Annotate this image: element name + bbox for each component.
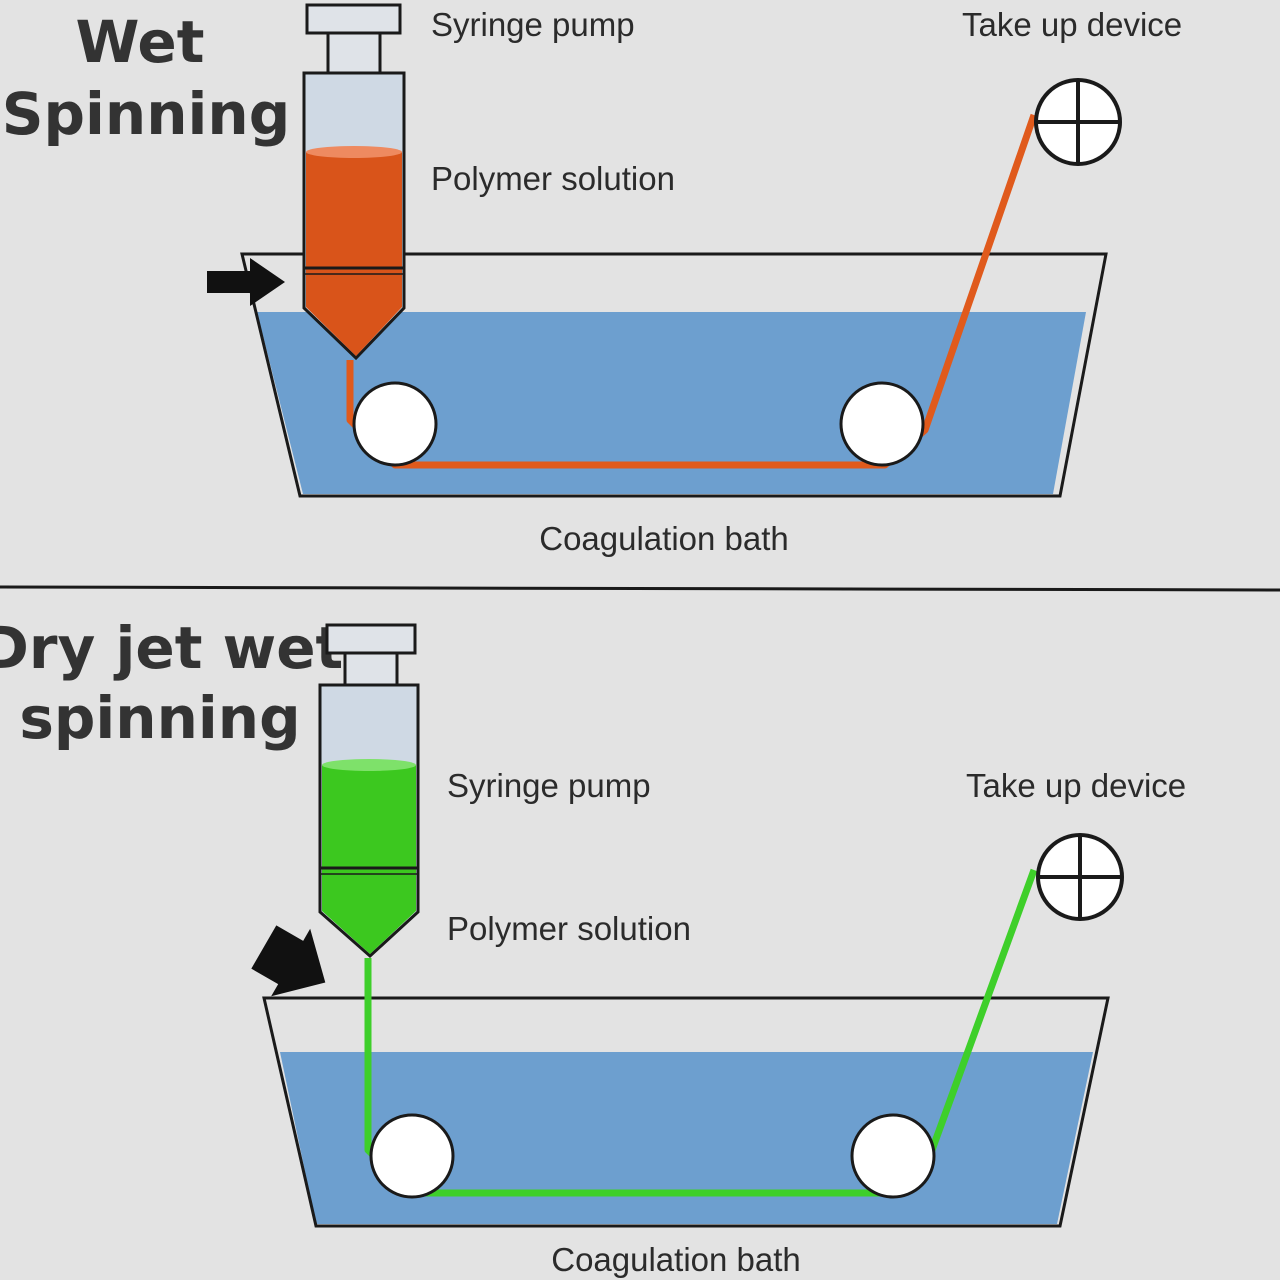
panel-divider bbox=[0, 585, 1280, 592]
solution-surface bbox=[322, 759, 416, 771]
polymer-fiber bbox=[346, 113, 1038, 469]
guide-roller-right bbox=[850, 1113, 936, 1199]
coagulation-bath-label: Coagulation bath bbox=[551, 1241, 801, 1278]
guide-roller-right bbox=[839, 381, 925, 467]
arrow-right-icon bbox=[207, 258, 285, 306]
polymer-solution-label: Polymer solution bbox=[431, 160, 675, 197]
polymer-solution-label: Polymer solution bbox=[447, 910, 691, 947]
syringe-pump bbox=[318, 623, 420, 959]
syringe-pump-label: Syringe pump bbox=[431, 6, 635, 43]
coagulation-bath-label: Coagulation bath bbox=[539, 520, 789, 557]
panel-title-line2: Spinning bbox=[2, 80, 290, 148]
bath-outline bbox=[262, 996, 1110, 1228]
arrow-down-right-icon bbox=[251, 925, 326, 997]
polymer-solution-fill bbox=[306, 152, 402, 356]
take-up-device-label: Take up device bbox=[966, 767, 1186, 804]
bath-outline bbox=[240, 252, 1108, 498]
syringe-pump-label: Syringe pump bbox=[447, 767, 651, 804]
take-up-device bbox=[1036, 833, 1124, 921]
panel-wet-spinning: Wet Spinning Syringe bbox=[2, 3, 1182, 557]
panel-title-line2: spinning bbox=[19, 684, 300, 752]
panel-title-line1: Wet bbox=[76, 8, 205, 76]
panel-dry-jet-wet-spinning: Dry jet wet spinning bbox=[0, 614, 1186, 1278]
polymer-solution-fill bbox=[322, 765, 416, 954]
panel-title-line1: Dry jet wet bbox=[0, 614, 343, 682]
guide-roller-left bbox=[369, 1113, 455, 1199]
take-up-device bbox=[1034, 78, 1122, 166]
take-up-device-label: Take up device bbox=[962, 6, 1182, 43]
syringe-plunger-cap bbox=[305, 3, 402, 35]
syringe-plunger-cap bbox=[325, 623, 417, 655]
syringe-plunger-rod bbox=[343, 651, 399, 687]
syringe-plunger-rod bbox=[326, 31, 382, 75]
syringe-pump bbox=[302, 3, 406, 361]
solution-surface bbox=[306, 146, 402, 158]
guide-roller-left bbox=[352, 381, 438, 467]
polymer-fiber bbox=[364, 868, 1038, 1197]
